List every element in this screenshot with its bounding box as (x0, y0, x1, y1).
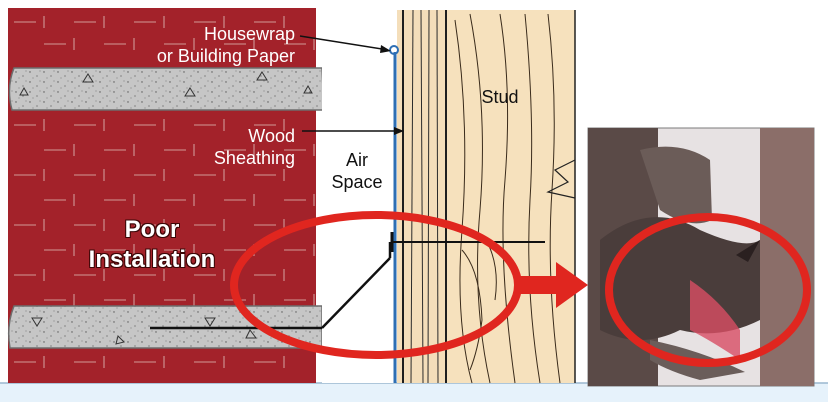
stud-label: Stud (470, 86, 530, 108)
problem-oval (230, 211, 522, 359)
mortar-joint-upper (8, 67, 325, 111)
housewrap-label-line1: Housewrap (203, 24, 295, 44)
sheathing-label: Wood Sheathing (214, 125, 295, 169)
brick-tie (150, 232, 545, 330)
label-leaders (299, 35, 404, 135)
poor-installation-line1: Poor (124, 216, 180, 243)
air-space-label: Air Space (324, 149, 390, 193)
wood-sheathing (397, 9, 447, 384)
air-space (322, 8, 394, 383)
stud-label-text: Stud (481, 87, 519, 107)
sheathing-label-line1: Wood (248, 126, 295, 146)
sheathing-label-line2: Sheathing (213, 148, 295, 168)
air-space-label-line2: Space (331, 172, 383, 192)
photo-oval (605, 213, 811, 367)
poor-installation-line2: Installation (88, 246, 216, 273)
highlight-annotations (230, 211, 811, 367)
air-space-label-line1: Air (346, 150, 368, 170)
footer-band (0, 383, 828, 402)
housewrap-label: Housewrap or Building Paper (157, 23, 295, 67)
poor-installation-label: Poor Installation (70, 215, 234, 275)
wood-stud (447, 10, 576, 384)
housewrap-label-line2: or Building Paper (156, 46, 295, 66)
